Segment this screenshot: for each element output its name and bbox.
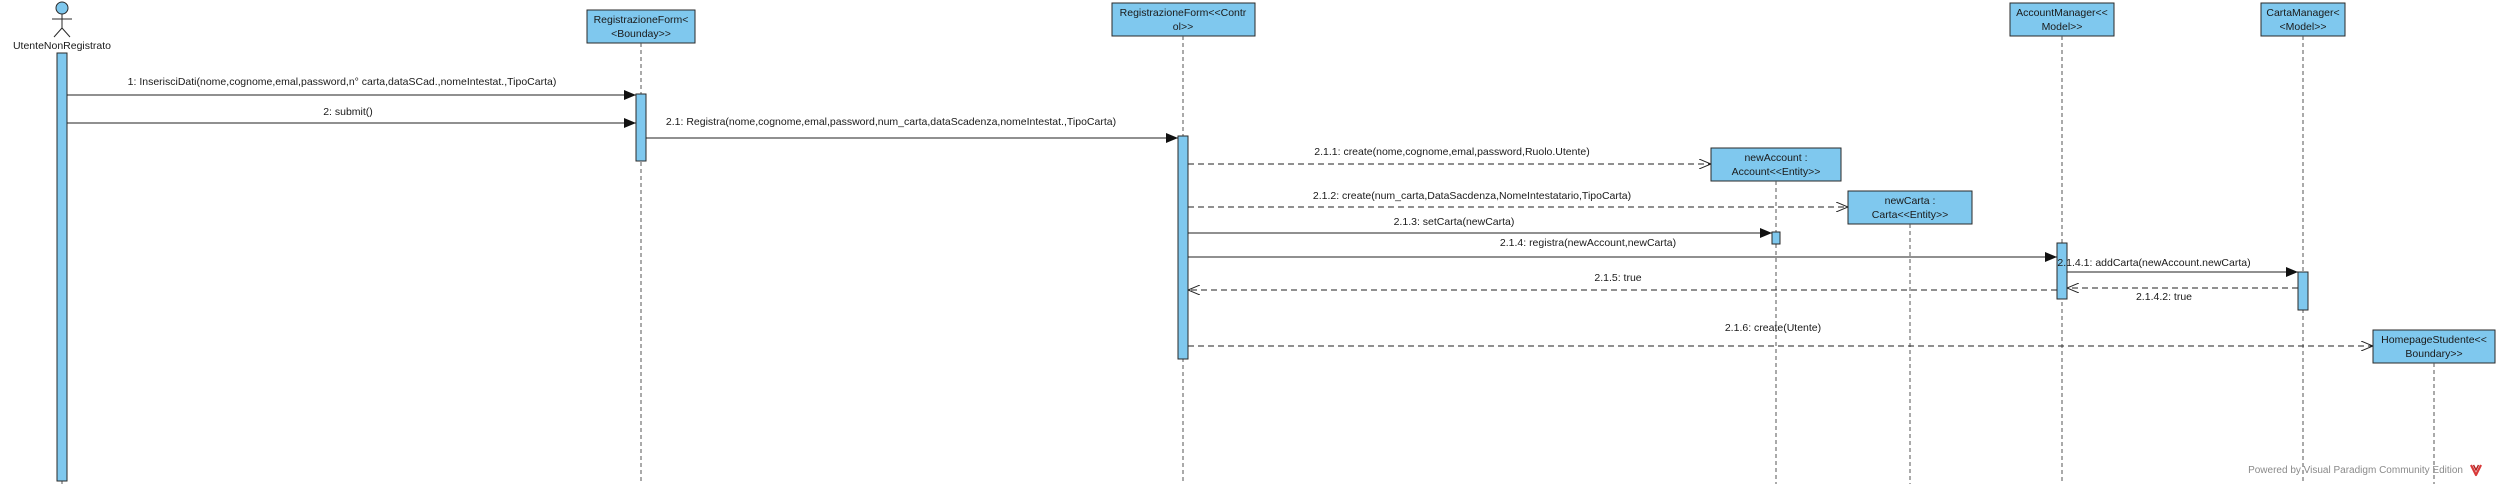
lifeline-title-line1: newCarta :: [1885, 195, 1936, 207]
lifeline-registrazione-form-control[interactable]: RegistrazioneForm<<Contr ol>>: [1111, 2, 1256, 37]
lifeline-title-line2: Model>>: [2042, 21, 2083, 33]
message-2-1-2-create-carta[interactable]: 2.1.2: create(num_carta,DataSacdenza,Nom…: [1188, 190, 1848, 207]
message-2-submit[interactable]: 2: submit(): [67, 106, 636, 128]
message-label: 2.1.3: setCarta(newCarta): [1394, 216, 1515, 228]
message-label: 2.1: Registra(nome,cognome,emal,password…: [666, 116, 1116, 128]
lifeline-title-line1: RegistrazioneForm<<Contr: [1120, 7, 1247, 19]
message-2-1-4-1-add-carta[interactable]: 2.1.4.1: addCarta(newAccount.newCarta): [2057, 257, 2298, 277]
message-2-1-5-true[interactable]: 2.1.5: true: [1188, 272, 2057, 290]
activation-account: [1771, 231, 1781, 245]
message-2-1-registra[interactable]: 2.1: Registra(nome,cognome,emal,password…: [646, 116, 1178, 143]
lifeline-title-line1: newAccount :: [1744, 152, 1807, 164]
message-label: 2.1.2: create(num_carta,DataSacdenza,Nom…: [1313, 190, 1631, 202]
message-label: 1: InserisciDati(nome,cognome,emal,passw…: [128, 76, 557, 88]
lifeline-new-carta[interactable]: newCarta : Carta<<Entity>>: [1847, 190, 1973, 225]
message-2-1-6-create-utente[interactable]: 2.1.6: create(Utente): [1188, 322, 2373, 346]
lifeline-title-line1: RegistrazioneForm<: [594, 14, 689, 26]
footer-credit: Powered by Visual Paradigm Community Edi…: [2248, 465, 2463, 476]
activation-control: [1177, 135, 1189, 360]
actor-utente-non-registrato[interactable]: UtenteNonRegistrato: [13, 1, 111, 52]
message-label: 2: submit(): [323, 106, 373, 118]
lifeline-title-line2: ol>>: [1173, 21, 1193, 33]
lifeline-homepage-studente[interactable]: HomepageStudente<< Boundary>>: [2372, 329, 2496, 364]
lifeline-title-line2: Carta<<Entity>>: [1872, 209, 1948, 221]
message-label: 2.1.4.1: addCarta(newAccount.newCarta): [2057, 257, 2250, 269]
message-label: 2.1.4.2: true: [2136, 291, 2192, 303]
lifeline-title-line2: <Model>>: [2280, 21, 2327, 33]
message-1-inserisci-dati[interactable]: 1: InserisciDati(nome,cognome,emal,passw…: [67, 76, 636, 100]
message-label: 2.1.1: create(nome,cognome,emal,password…: [1314, 146, 1589, 158]
lifeline-title-line1: AccountManager<<: [2016, 7, 2108, 19]
activation-form: [635, 93, 647, 162]
lifeline-carta-manager[interactable]: CartaManager< <Model>>: [2260, 2, 2346, 37]
lifeline-title-line2: Account<<Entity>>: [1732, 166, 1821, 178]
message-2-1-4-2-true[interactable]: 2.1.4.2: true: [2067, 288, 2298, 303]
lifeline-title-line2: <Bounday>>: [611, 28, 671, 40]
message-label: 2.1.4: registra(newAccount,newCarta): [1500, 237, 1676, 249]
message-2-1-4-registra[interactable]: 2.1.4: registra(newAccount,newCarta): [1188, 237, 2057, 262]
lifeline-title-line1: HomepageStudente<<: [2381, 334, 2487, 346]
message-label: 2.1.6: create(Utente): [1725, 322, 1821, 334]
activation-carta-manager: [2297, 271, 2309, 311]
lifeline-title-line1: CartaManager<: [2266, 7, 2339, 19]
message-label: 2.1.5: true: [1594, 272, 1641, 284]
lifeline-title-line2: Boundary>>: [2405, 348, 2462, 360]
activation-actor: [56, 52, 68, 482]
visual-paradigm-logo-icon: [2470, 464, 2482, 477]
actor-label: UtenteNonRegistrato: [13, 40, 111, 52]
lifeline-new-account[interactable]: newAccount : Account<<Entity>>: [1710, 147, 1842, 182]
lifeline-account-manager[interactable]: AccountManager<< Model>>: [2009, 2, 2115, 37]
message-2-1-3-set-carta[interactable]: 2.1.3: setCarta(newCarta): [1188, 216, 1772, 238]
activation-account-manager: [2056, 242, 2068, 300]
lifeline-registrazione-form-boundary[interactable]: RegistrazioneForm< <Bounday>>: [586, 9, 696, 44]
message-2-1-1-create-account[interactable]: 2.1.1: create(nome,cognome,emal,password…: [1188, 146, 1711, 164]
